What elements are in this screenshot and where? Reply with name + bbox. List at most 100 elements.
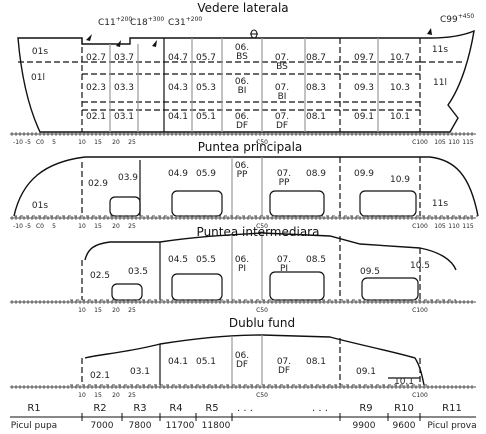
double-bottom-compartment: 08.1 <box>306 357 326 367</box>
side-compartment: 09.1 <box>354 112 374 122</box>
ruler-label: C100 <box>412 139 428 146</box>
intermediate-deck-compartment: 04.5 <box>168 255 188 265</box>
ruler-label: 20 <box>112 392 120 399</box>
side-compartment: 06.BS <box>235 43 249 62</box>
side-compartment: 05.3 <box>196 83 216 93</box>
side-compartment: 07.BS <box>275 53 289 72</box>
side-compartment: 02.3 <box>86 83 106 93</box>
region-name: R1 <box>27 403 40 414</box>
ruler-label: 25 <box>128 139 136 146</box>
ruler-label: 115 <box>462 223 474 230</box>
region-name: R11 <box>442 403 462 414</box>
side-compartment: 04.7 <box>168 53 188 63</box>
main-deck-compartment: 01s <box>32 201 48 211</box>
plan-baselines <box>14 215 478 386</box>
region-length: Picul prova <box>427 421 476 431</box>
title-main-deck: Puntea principala <box>198 140 303 154</box>
region-length: 7800 <box>129 421 152 431</box>
ruler-label: 10 <box>78 223 86 230</box>
ruler-label: -5 <box>25 223 31 230</box>
ruler-label: C0 <box>36 223 44 230</box>
side-compartment: 03.3 <box>114 83 134 93</box>
ruler-label: 10 <box>78 139 86 146</box>
side-compartment: 02.7 <box>86 53 106 63</box>
side-compartment: 04.1 <box>168 112 188 122</box>
ruler-label: 110 <box>448 139 460 146</box>
double-bottom-compartment: 04.1 <box>168 357 188 367</box>
ruler-label: 5 <box>52 139 56 146</box>
ruler-label: C100 <box>412 307 428 314</box>
region-length: 7000 <box>91 421 114 431</box>
region-length: 11700 <box>166 421 195 431</box>
side-compartment: 06.BI <box>235 77 249 96</box>
title-side-view: Vedere laterala <box>197 1 288 15</box>
region-name: R2 <box>93 403 106 414</box>
region-length: 11800 <box>202 421 231 431</box>
double-bottom-compartment: 09.1 <box>356 367 376 377</box>
side-compartment: 08.1 <box>306 112 326 122</box>
anchor-icon <box>250 29 258 39</box>
intermediate-deck-compartment: 07.PI <box>277 255 291 274</box>
main-deck-compartment: 08.9 <box>306 169 326 179</box>
side-compartment: 06.DF <box>235 112 249 131</box>
ruler-label: 15 <box>94 139 102 146</box>
ruler-label: -5 <box>25 139 31 146</box>
ruler-label: 15 <box>94 307 102 314</box>
side-compartment: 11l <box>433 78 447 88</box>
side-compartment: 02.1 <box>86 112 106 122</box>
side-compartment: 08.7 <box>306 53 326 63</box>
side-compartment: 01s <box>32 47 48 57</box>
side-compartment: 04.3 <box>168 83 188 93</box>
ruler-label: C0 <box>36 139 44 146</box>
main-deck-compartment: 06.PP <box>235 161 249 180</box>
ruler-label: -10 <box>13 139 23 146</box>
double-bottom-compartment: 10.1 <box>394 377 414 387</box>
intermediate-deck-compartment: 05.5 <box>196 255 216 265</box>
side-compartment: 11s <box>432 45 448 55</box>
main-deck-compartment: 03.9 <box>118 173 138 183</box>
ruler-label: 105 <box>434 223 446 230</box>
ruler-label: 20 <box>112 223 120 230</box>
region-length: Picul pupa <box>11 421 57 431</box>
region-length: 9600 <box>393 421 416 431</box>
region-length: 9900 <box>353 421 376 431</box>
title-double-bottom: Dublu fund <box>229 316 295 330</box>
region-name: R10 <box>394 403 414 414</box>
ruler-label: 110 <box>448 223 460 230</box>
region-name: R4 <box>169 403 182 414</box>
main-deck-compartment: 09.9 <box>354 169 374 179</box>
side-compartment: 07.BI <box>275 83 289 102</box>
ruler-label: 5 <box>52 223 56 230</box>
side-compartment: 10.1 <box>390 112 410 122</box>
ruler-label: 20 <box>112 139 120 146</box>
frame-marker-arrows <box>86 28 432 47</box>
side-compartment: 09.3 <box>354 83 374 93</box>
intermediate-deck-compartment: 06.PI <box>235 255 249 274</box>
region-name: R3 <box>133 403 146 414</box>
side-compartment: 07.DF <box>275 112 289 131</box>
region-name: . . . <box>312 403 328 414</box>
ruler-label: -10 <box>13 223 23 230</box>
region-name: R9 <box>359 403 372 414</box>
frame-callout: C31+200 <box>168 16 202 28</box>
main-deck-compartment: 11s <box>432 199 448 209</box>
frame-callout: C99+450 <box>440 13 474 25</box>
ruler-label: 20 <box>112 307 120 314</box>
double-bottom-compartment: 03.1 <box>130 367 150 377</box>
main-deck-compartment: 10.9 <box>390 175 410 185</box>
side-compartment: 05.1 <box>196 112 216 122</box>
main-deck-compartment: 07.PP <box>277 169 291 188</box>
main-deck-compartment: 05.9 <box>196 169 216 179</box>
intermediate-deck-compartment: 08.5 <box>306 255 326 265</box>
side-compartment: 05.7 <box>196 53 216 63</box>
main-deck-compartment: 02.9 <box>88 179 108 189</box>
intermediate-deck-compartment: 02.5 <box>90 271 110 281</box>
ruler-label: C50 <box>256 307 268 314</box>
hull-outlines <box>13 29 479 386</box>
ruler-label: C100 <box>412 223 428 230</box>
